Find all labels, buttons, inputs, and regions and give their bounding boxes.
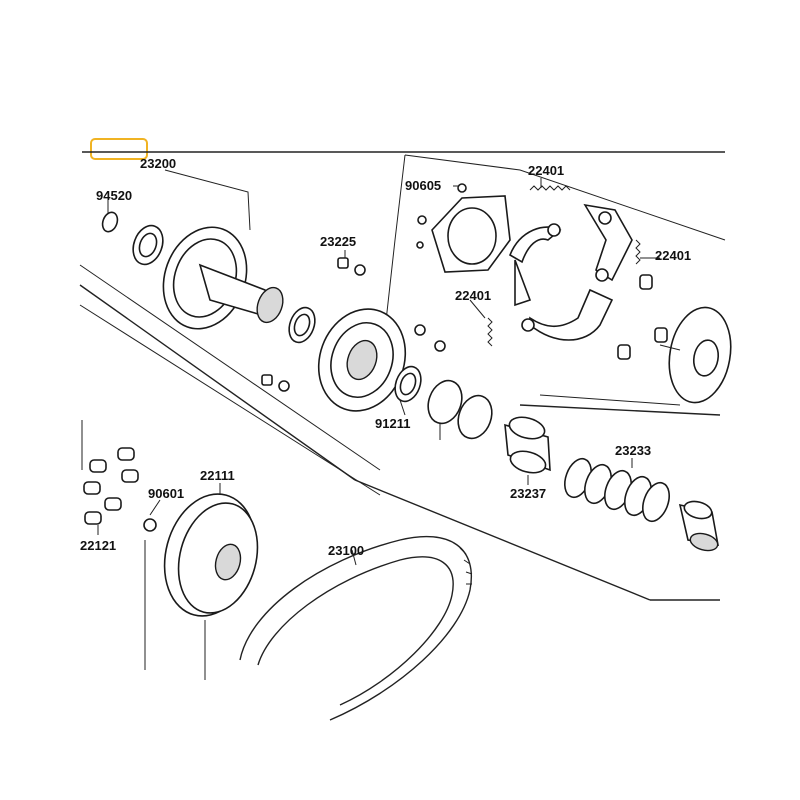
label-90601: 90601 — [148, 486, 184, 501]
label-22401-right: 22401 — [655, 248, 691, 263]
pivot-pins — [617, 274, 668, 360]
frame-lines — [79, 151, 726, 601]
label-23225: 23225 — [320, 234, 356, 249]
ramp-plate-22111 — [163, 493, 259, 617]
label-23100: 23100 — [328, 543, 364, 558]
label-23200: 23200 — [140, 156, 176, 171]
label-90605: 90605 — [405, 178, 441, 193]
highlight-box[interactable] — [90, 138, 148, 160]
clutch-springs-22401 — [487, 185, 641, 347]
label-94520: 94520 — [96, 188, 132, 203]
bushing-23237 — [504, 416, 551, 474]
weight-rollers — [83, 447, 157, 532]
seals-rings — [394, 365, 493, 440]
label-23237: 23237 — [510, 486, 546, 501]
label-22111: 22111 — [200, 468, 235, 483]
label-22401-top: 22401 — [528, 163, 564, 178]
clutch-assembly — [416, 183, 633, 341]
part-labels: 23200 94520 23225 22401 90605 22401 2240… — [80, 156, 691, 558]
clutch-hub — [659, 306, 732, 404]
leader-lines — [81, 169, 660, 680]
spring-23233 — [564, 457, 670, 523]
label-91211: 91211 — [375, 416, 410, 431]
bolts-23225 — [261, 257, 446, 392]
drive-face-23200 — [101, 211, 316, 344]
drive-belt-23100 — [239, 535, 473, 721]
movable-drive-face — [317, 308, 407, 412]
label-22121: 22121 — [80, 538, 116, 553]
label-22401-left: 22401 — [455, 288, 491, 303]
label-23233: 23233 — [615, 443, 651, 458]
collar-part — [678, 500, 719, 552]
